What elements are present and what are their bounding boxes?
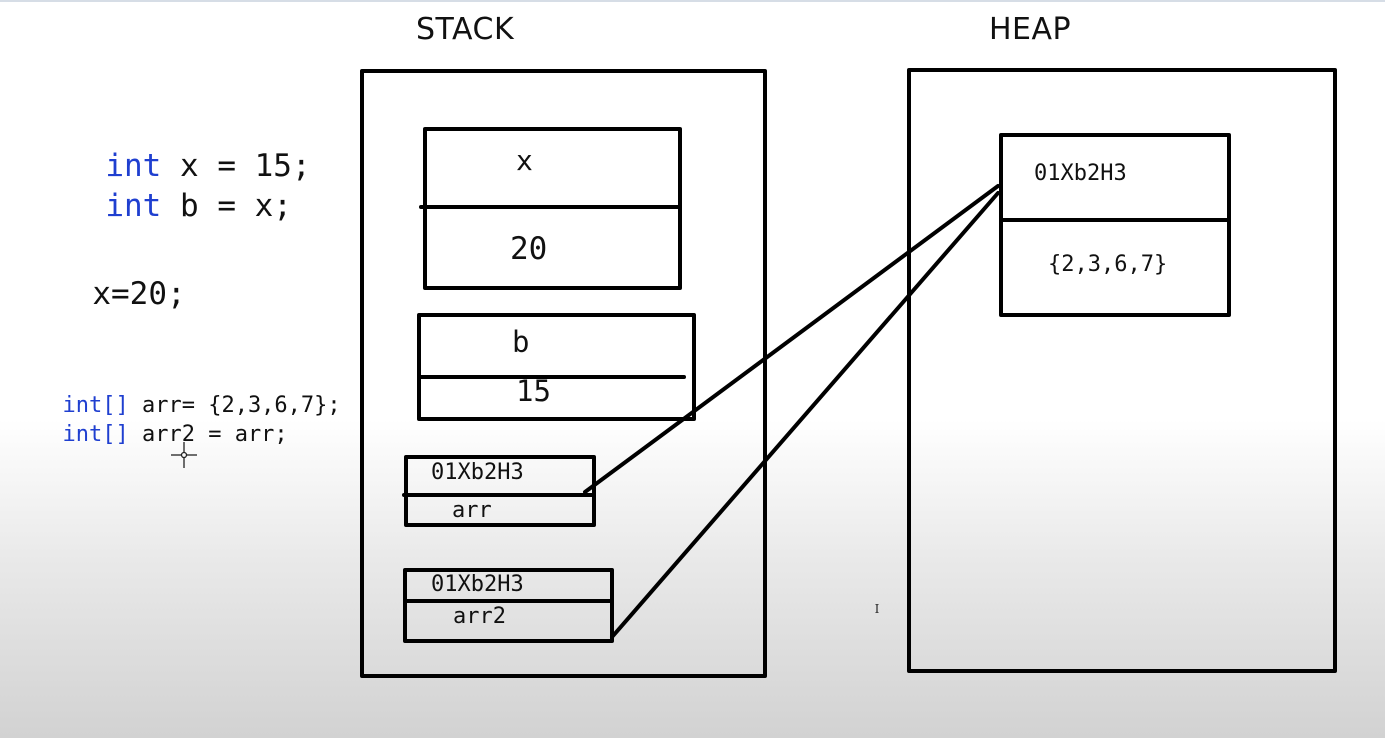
code-text: arr2 = arr;: [128, 422, 288, 447]
stack-container: [360, 69, 767, 678]
heap-array-values: {2,3,6,7}: [1048, 252, 1168, 277]
x-value-label: 20: [510, 231, 548, 267]
code-text: x=20;: [92, 276, 186, 312]
code-line-x-assign: x=20;: [55, 240, 186, 312]
stack-title: STACK: [416, 12, 515, 47]
code-line-int-b: int b = x;: [68, 152, 292, 224]
arr2-address-label: 01Xb2H3: [431, 572, 524, 597]
arr-name-label: arr: [452, 498, 492, 523]
heap-address-label: 01Xb2H3: [1034, 161, 1127, 186]
stray-mark: ꟷ: [870, 603, 885, 614]
code-text: arr= {2,3,6,7};: [128, 393, 341, 418]
code-text: b = x;: [161, 188, 292, 224]
heap-title: HEAP: [989, 12, 1072, 47]
code-line-arr2: int[] arr2 = arr;: [36, 397, 288, 447]
window-top-edge: [0, 0, 1385, 2]
keyword-int-array: int[]: [62, 393, 129, 418]
arr2-box: [403, 568, 614, 643]
x-name-label: x: [516, 144, 533, 177]
crosshair-cursor-icon: [171, 442, 197, 468]
arr-reference-line: [583, 184, 1000, 494]
b-name-label: b: [512, 325, 530, 359]
heap-container: [907, 68, 1337, 673]
code-text: x = 15;: [161, 148, 311, 184]
code-line-arr: int[] arr= {2,3,6,7};: [36, 368, 341, 418]
arr-address-label: 01Xb2H3: [431, 460, 524, 485]
b-value-label: 15: [516, 374, 551, 408]
arr2-name-label: arr2: [453, 604, 506, 629]
keyword-int: int: [105, 148, 162, 184]
b-box: [417, 313, 696, 421]
code-line-int-x: int x = 15;: [68, 112, 311, 184]
heap-object-box: [999, 133, 1231, 317]
keyword-int: int: [105, 188, 162, 224]
arr-box: [404, 455, 596, 527]
keyword-int-array: int[]: [62, 422, 129, 447]
arr2-reference-line: [610, 191, 1000, 639]
